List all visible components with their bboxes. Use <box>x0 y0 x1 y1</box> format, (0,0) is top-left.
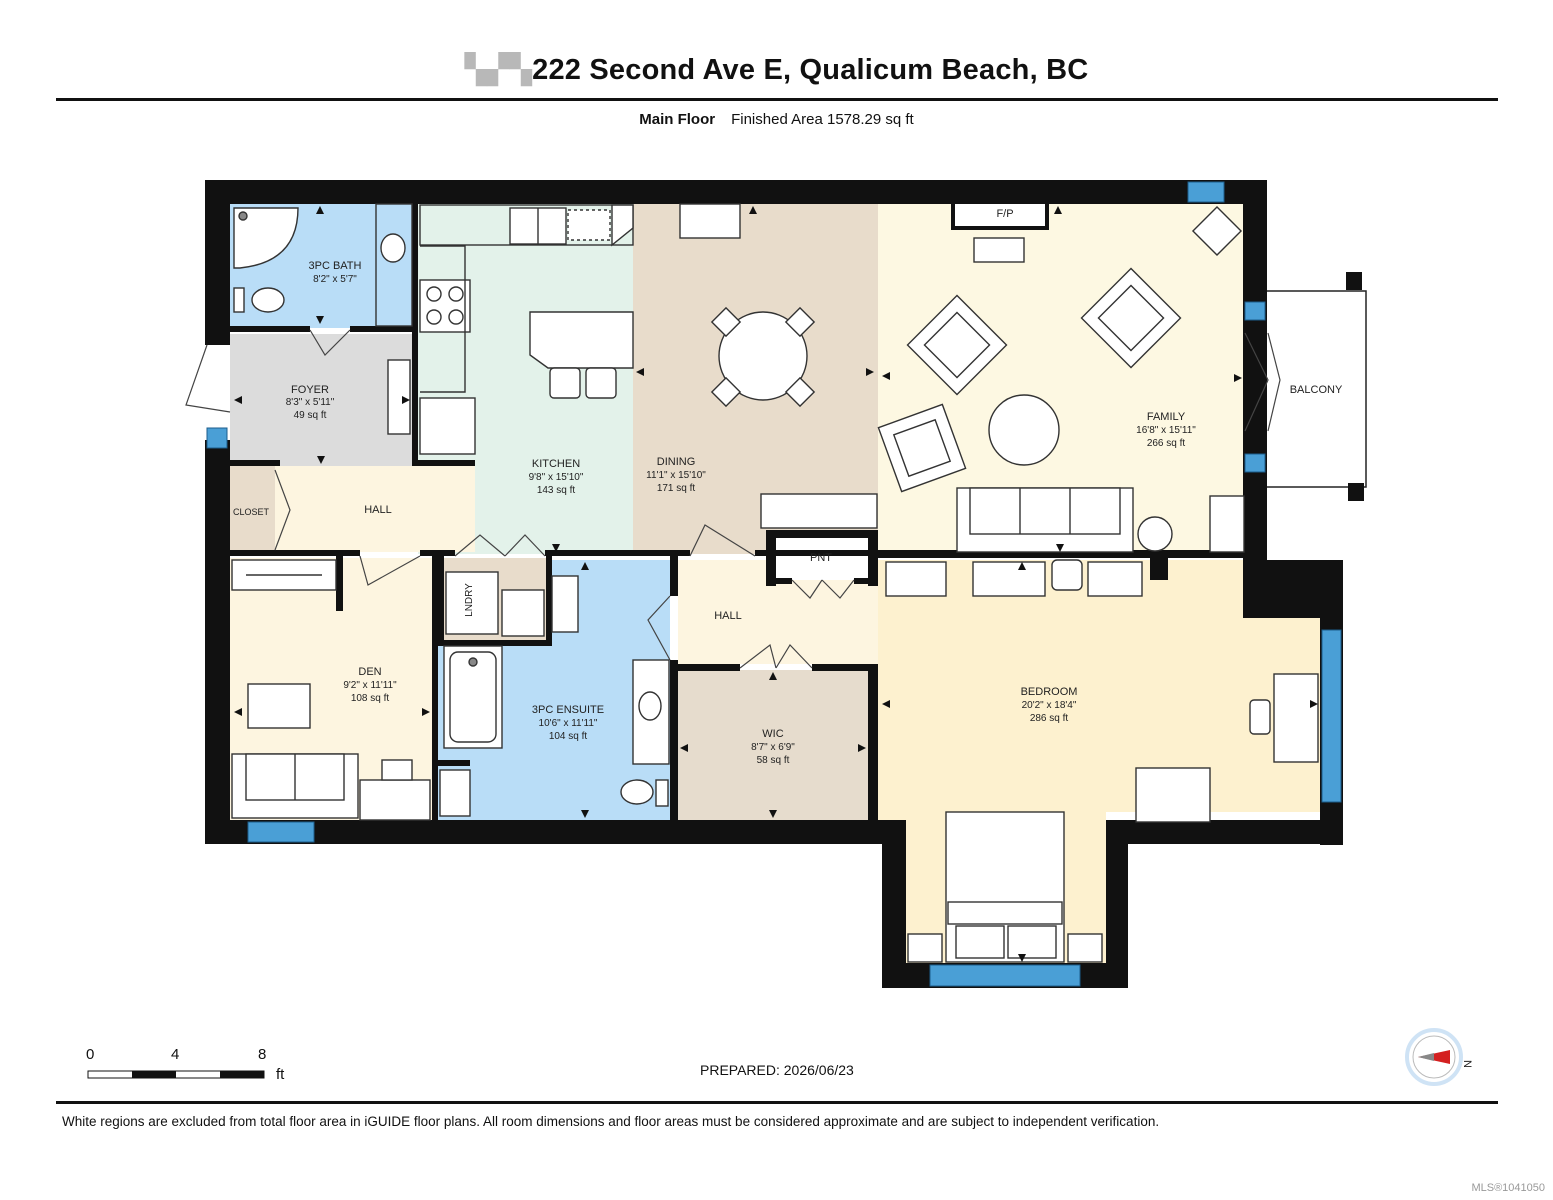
label-den: DEN <box>358 666 381 678</box>
interior-walls <box>230 204 1244 820</box>
area-kitchen: 143 sq ft <box>537 485 576 496</box>
shower-corner <box>233 207 299 269</box>
doors <box>185 329 1281 669</box>
bath-sink-icon <box>380 233 406 263</box>
area-den: 108 sq ft <box>351 693 390 704</box>
kitchen-island <box>529 311 634 369</box>
label-family: FAMILY <box>1147 411 1186 423</box>
prepared-date: PREPARED: 2026/06/23 <box>700 1062 854 1078</box>
label-balcony: BALCONY <box>1290 384 1343 396</box>
fixtures <box>231 200 1319 963</box>
label-kitchen: KITCHEN <box>532 458 580 470</box>
toilet-icon <box>251 287 285 313</box>
area-family: 266 sq ft <box>1147 438 1186 449</box>
label-foyer: FOYER <box>291 384 329 396</box>
dims-dining: 11'1" x 15'10" <box>646 470 706 481</box>
dims-den: 9'2" x 11'11" <box>343 680 397 691</box>
label-hall-upper: HALL <box>364 504 392 516</box>
area-wic: 58 sq ft <box>757 755 790 766</box>
area-ensuite: 104 sq ft <box>549 731 588 742</box>
area-foyer: 49 sq ft <box>294 410 327 421</box>
label-fp: F/P <box>996 208 1013 220</box>
room-bedroom[interactable] <box>878 560 1320 965</box>
label-dining: DINING <box>657 456 696 468</box>
label-laundry: LNDRY <box>464 583 475 617</box>
bottom-divider <box>56 1101 1498 1104</box>
scale-ruler <box>87 1070 265 1079</box>
footnote: White regions are excluded from total fl… <box>62 1114 1160 1129</box>
dims-3pc-bath: 8'2" x 5'7" <box>313 274 357 285</box>
room-closet[interactable] <box>230 466 275 552</box>
dims-wic: 8'7" x 6'9" <box>751 742 795 753</box>
label-wic: WIC <box>762 728 783 740</box>
floor-summary: Main Floor Finished Area 1578.29 sq ft <box>0 111 1553 128</box>
windows <box>206 181 1342 987</box>
scale-tick-8: 8 <box>258 1046 267 1063</box>
dimension-markers <box>234 206 1318 962</box>
desk-icon <box>1273 673 1319 763</box>
room-pantry[interactable] <box>776 536 868 580</box>
label-closet: CLOSET <box>233 507 270 517</box>
dims-kitchen: 9'8" x 15'10" <box>529 472 584 483</box>
label-hall-lower: HALL <box>714 610 742 622</box>
scale-tick-0: 0 <box>86 1046 95 1063</box>
watermark: MLS®1041050 <box>1471 1182 1545 1194</box>
stove-icon <box>419 279 471 333</box>
label-ensuite: 3PC ENSUITE <box>532 704 604 716</box>
area-dining: 171 sq ft <box>657 483 696 494</box>
dining-table <box>718 311 808 401</box>
compass-icon: N <box>1402 1028 1482 1093</box>
scale-unit: ft <box>276 1066 285 1083</box>
scale-bar: 0 4 8 ft <box>80 1046 310 1086</box>
fireplace-icon <box>951 200 1049 230</box>
coffee-table <box>988 394 1060 466</box>
finished-area: Finished Area 1578.29 sq ft <box>731 111 914 128</box>
address-text: 222 Second Ave E, Qualicum Beach, BC <box>532 54 1089 86</box>
label-pantry: PNT <box>810 552 832 564</box>
room-hall-upper[interactable] <box>275 466 475 552</box>
floor-name: Main Floor <box>639 111 716 128</box>
dims-foyer: 8'3" x 5'11" <box>286 397 335 408</box>
dims-bedroom: 20'2" x 18'4" <box>1022 700 1077 711</box>
label-bedroom: BEDROOM <box>1021 686 1078 698</box>
label-3pc-bath: 3PC BATH <box>309 260 362 272</box>
balcony-outline <box>1265 290 1367 488</box>
compass-north-label: N <box>1461 1060 1473 1068</box>
page-title: ▚▞▚222 Second Ave E, Qualicum Beach, BC <box>0 52 1553 87</box>
dims-family: 16'8" x 15'11" <box>1136 425 1196 436</box>
area-bedroom: 286 sq ft <box>1030 713 1069 724</box>
scale-tick-4: 4 <box>171 1046 180 1063</box>
dims-ensuite: 10'6" x 11'11" <box>539 718 598 729</box>
room-foyer[interactable] <box>230 334 412 466</box>
address-prefix-blurred: ▚▞▚ <box>464 54 533 86</box>
top-divider <box>56 98 1498 101</box>
room-wic[interactable] <box>678 670 868 820</box>
